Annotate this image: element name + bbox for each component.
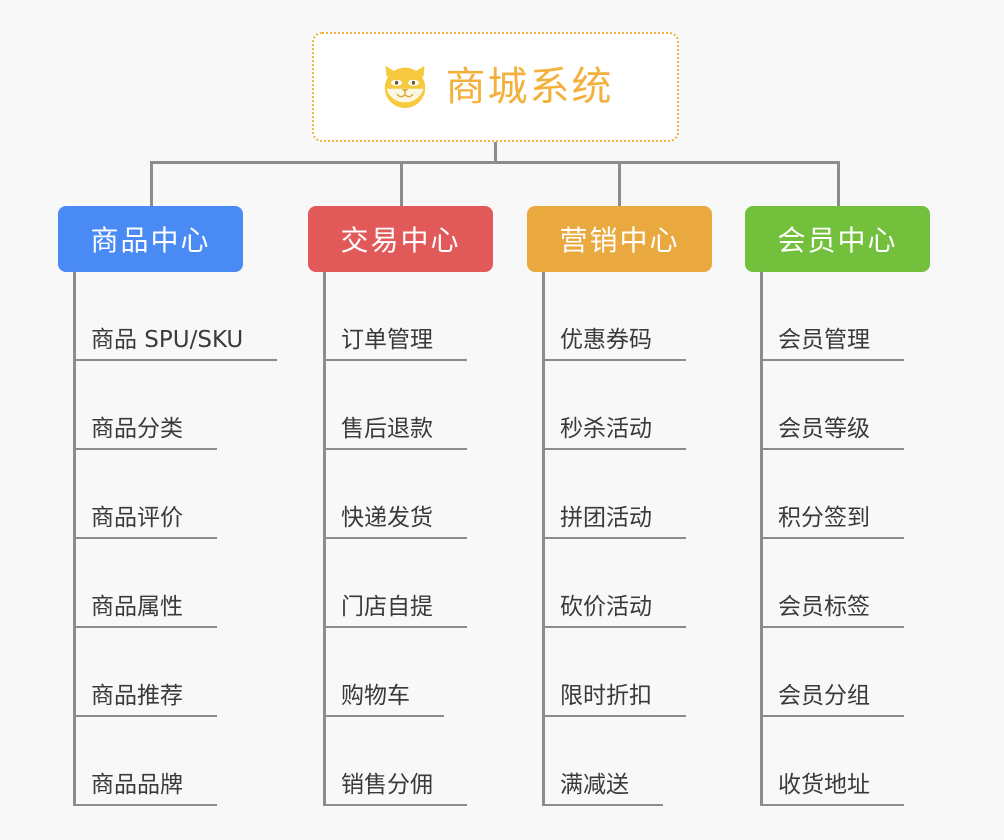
leaf-list-2: 订单管理 售后退款 快递发货 门店自提 购物车 销售分佣 (308, 272, 493, 806)
leaf-label: 砍价活动 (542, 594, 686, 628)
shiba-dog-icon (384, 65, 425, 109)
leaf-label: 订单管理 (323, 327, 467, 361)
leaf-item[interactable]: 满减送 (542, 717, 712, 806)
leaf-list-3: 优惠券码 秒杀活动 拼团活动 砍价活动 限时折扣 满减送 (527, 272, 712, 806)
leaf-item[interactable]: 优惠券码 (542, 272, 712, 361)
leaf-item[interactable]: 会员分组 (760, 628, 930, 717)
leaf-label: 商品品牌 (73, 772, 217, 806)
connector-drop-1 (150, 161, 153, 206)
leaf-spine-1 (73, 272, 76, 806)
leaf-label: 购物车 (323, 683, 444, 717)
leaf-label: 会员管理 (760, 327, 904, 361)
leaf-label: 会员等级 (760, 416, 904, 450)
leaf-item[interactable]: 秒杀活动 (542, 361, 712, 450)
leaf-label: 商品属性 (73, 594, 217, 628)
leaf-label: 优惠券码 (542, 327, 686, 361)
leaf-item[interactable]: 商品评价 (73, 450, 243, 539)
leaf-list-4: 会员管理 会员等级 积分签到 会员标签 会员分组 收货地址 (745, 272, 930, 806)
leaf-item[interactable]: 门店自提 (323, 539, 493, 628)
branch-marketing-center: 营销中心 优惠券码 秒杀活动 拼团活动 砍价活动 限时折扣 满减送 (527, 206, 712, 806)
leaf-item[interactable]: 会员管理 (760, 272, 930, 361)
leaf-label: 门店自提 (323, 594, 467, 628)
leaf-label: 拼团活动 (542, 505, 686, 539)
leaf-label: 秒杀活动 (542, 416, 686, 450)
leaf-item[interactable]: 拼团活动 (542, 450, 712, 539)
leaf-label: 商品推荐 (73, 683, 217, 717)
leaf-label: 商品 SPU/SKU (73, 327, 278, 361)
leaf-label: 收货地址 (760, 772, 904, 806)
leaf-list-1: 商品 SPU/SKU 商品分类 商品评价 商品属性 商品推荐 商品品牌 (58, 272, 278, 806)
branch-header-1[interactable]: 商品中心 (58, 206, 243, 272)
leaf-item[interactable]: 销售分佣 (323, 717, 493, 806)
leaf-label: 积分签到 (760, 505, 904, 539)
leaf-label: 会员标签 (760, 594, 904, 628)
leaf-spine-2 (323, 272, 326, 806)
leaf-item[interactable]: 商品分类 (73, 361, 243, 450)
connector-horizontal-bus (150, 161, 840, 164)
leaf-label: 会员分组 (760, 683, 904, 717)
connector-drop-3 (618, 161, 621, 206)
leaf-item[interactable]: 商品推荐 (73, 628, 243, 717)
leaf-spine-3 (542, 272, 545, 806)
leaf-label: 销售分佣 (323, 772, 467, 806)
leaf-label: 商品评价 (73, 505, 217, 539)
leaf-item[interactable]: 快递发货 (323, 450, 493, 539)
branch-header-4[interactable]: 会员中心 (745, 206, 930, 272)
leaf-item[interactable]: 会员标签 (760, 539, 930, 628)
leaf-item[interactable]: 会员等级 (760, 361, 930, 450)
branch-trade-center: 交易中心 订单管理 售后退款 快递发货 门店自提 购物车 销售分佣 (308, 206, 493, 806)
leaf-item[interactable]: 售后退款 (323, 361, 493, 450)
leaf-item[interactable]: 商品品牌 (73, 717, 243, 806)
leaf-item[interactable]: 限时折扣 (542, 628, 712, 717)
root-node[interactable]: 商城系统 (312, 32, 679, 142)
leaf-item[interactable]: 收货地址 (760, 717, 930, 806)
branch-member-center: 会员中心 会员管理 会员等级 积分签到 会员标签 会员分组 收货地址 (745, 206, 930, 806)
root-title: 商城系统 (445, 64, 614, 110)
leaf-label: 满减送 (542, 772, 663, 806)
leaf-label: 快递发货 (323, 505, 467, 539)
leaf-item[interactable]: 购物车 (323, 628, 493, 717)
branch-header-3[interactable]: 营销中心 (527, 206, 712, 272)
branch-header-2[interactable]: 交易中心 (308, 206, 493, 272)
connector-root-stem (494, 142, 497, 163)
leaf-spine-4 (760, 272, 763, 806)
leaf-label: 售后退款 (323, 416, 467, 450)
connector-drop-4 (837, 161, 840, 206)
leaf-item[interactable]: 积分签到 (760, 450, 930, 539)
leaf-item[interactable]: 商品 SPU/SKU (73, 272, 278, 361)
leaf-label: 限时折扣 (542, 683, 686, 717)
branch-product-center: 商品中心 商品 SPU/SKU 商品分类 商品评价 商品属性 商品推荐 商品品牌 (58, 206, 278, 806)
connector-drop-2 (400, 161, 403, 206)
leaf-item[interactable]: 商品属性 (73, 539, 243, 628)
leaf-item[interactable]: 订单管理 (323, 272, 493, 361)
leaf-item[interactable]: 砍价活动 (542, 539, 712, 628)
leaf-label: 商品分类 (73, 416, 217, 450)
